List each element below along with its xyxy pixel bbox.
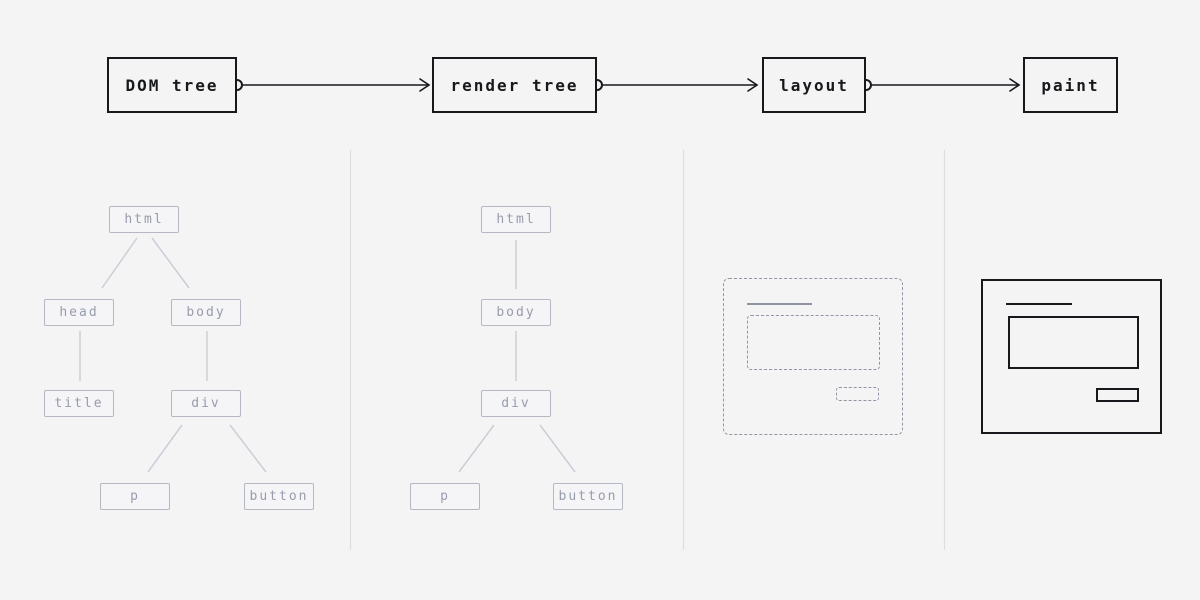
pipeline-arrow-render-to-layout [602, 78, 759, 92]
dom-node-title: title [44, 390, 114, 417]
dom-node-body: body [171, 299, 241, 326]
pipeline-arrow-dom-to-render [242, 78, 431, 92]
paint-wireframe-button [1096, 388, 1139, 402]
stage-render-tree: render tree [432, 57, 597, 113]
stage-dom-tree: DOM tree [107, 57, 237, 113]
render-node-html: html [481, 206, 551, 233]
paint-wireframe-block [1008, 316, 1139, 369]
paint-wireframe-page [981, 279, 1162, 434]
render-node-div: div [481, 390, 551, 417]
paint-wireframe-text-line [1006, 303, 1072, 305]
stage-layout: layout [762, 57, 866, 113]
layout-wireframe-text-line [747, 303, 812, 305]
dom-node-p: p [100, 483, 170, 510]
stage-paint: paint [1023, 57, 1118, 113]
render-node-p: p [410, 483, 480, 510]
pipeline-arrow-layout-to-paint [871, 78, 1021, 92]
dom-node-div: div [171, 390, 241, 417]
dom-node-head: head [44, 299, 114, 326]
dom-node-html: html [109, 206, 179, 233]
layout-wireframe-button [836, 387, 879, 401]
render-tree-edges [458, 240, 576, 473]
render-node-button: button [553, 483, 623, 510]
layout-wireframe-block [747, 315, 880, 370]
dom-tree-edges [79, 237, 267, 473]
dom-node-button: button [244, 483, 314, 510]
render-node-body: body [481, 299, 551, 326]
layout-wireframe-page [723, 278, 903, 435]
